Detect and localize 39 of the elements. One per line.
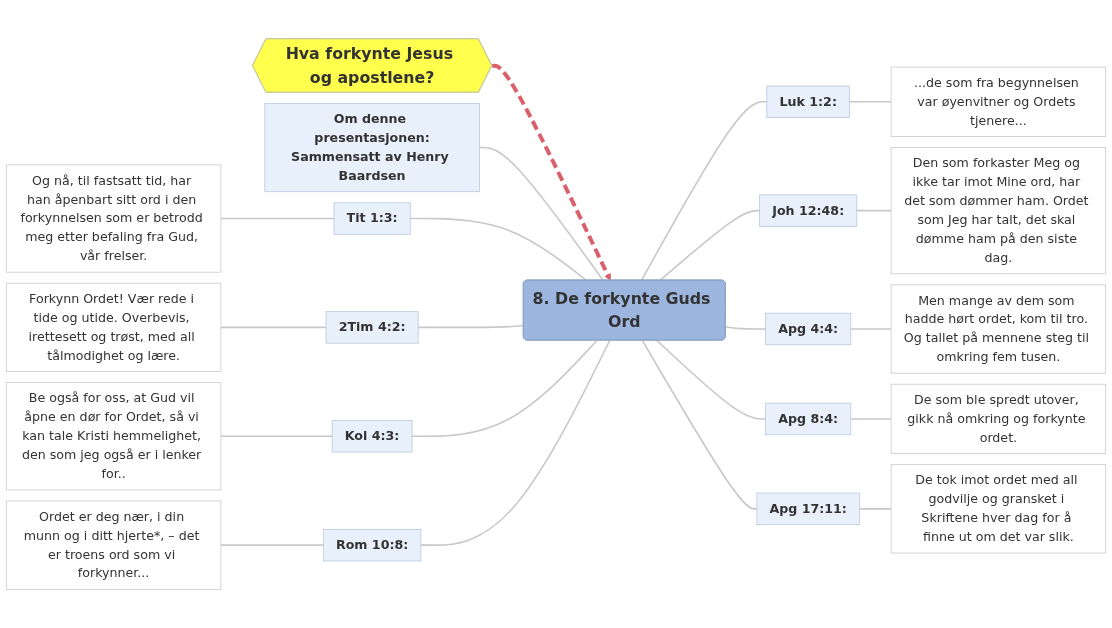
arrow — [492, 63, 611, 281]
node-box: Forkynn Ordet! Vær rede i tide og utide. Overbevis, irettesett og trøst, med all tålmodighet og lære. — [5, 282, 222, 372]
connector — [656, 339, 767, 420]
node-box: Om denne presentasjonen: Sammensatt av Henry Baardsen — [264, 102, 480, 193]
node-box: Den som forkaster Meg og ikke tar imot Mine ord, har det som dømmer ham. Ordet som Jeg har talt, det skal dømme ham på den siste dag. — [890, 147, 1107, 275]
node-box: De som ble spredt utover, gikk nå omkring og forkynte ordet. — [890, 383, 1107, 455]
node-box: Men mange av dem som hadde hørt ordet, kom til tro. Og tallet på mennene steg til omkring fem tusen. — [890, 284, 1107, 374]
connector — [849, 328, 892, 330]
connector — [411, 339, 598, 438]
connector — [856, 209, 892, 212]
connector — [417, 324, 525, 329]
connector — [220, 326, 327, 329]
connector — [849, 418, 892, 420]
node-box: Be også for oss, at Gud vil åpne en dør for Ordet, så vi kan tale Kristi hemmelighet, den som jeg også er i lenker for.. — [5, 382, 222, 491]
node-box: Og nå, til fastsatt tid, har han åpenbart sitt ord i den forkynnelsen som er betrodd meg etter befaling fra Gud, vår frelser. — [5, 164, 222, 273]
connector — [478, 146, 604, 282]
connector — [220, 544, 325, 546]
connector — [220, 435, 333, 438]
node-box: Ordet er deg nær, i din munn og i ditt hjerte*, – det er troens ord som vi forkynner... — [5, 500, 222, 590]
connector — [848, 101, 892, 103]
connector — [220, 217, 335, 220]
node-box: ...de som fra begynnelsen var øyenvitner og Ordets tjenere... — [890, 66, 1107, 137]
connector — [641, 339, 758, 510]
connector — [640, 101, 768, 282]
node-box: Apg 4:4: — [765, 312, 852, 346]
node-box: Kol 4:3: — [331, 420, 413, 453]
node-box: Tit 1:3: — [333, 202, 411, 235]
node-box: De tok imot ordet med all godvilje og gransket i Skriftene hver dag for å finne ut om det var slik. — [890, 464, 1107, 554]
node-box: Apg 17:11: — [756, 492, 860, 526]
connector — [724, 326, 767, 330]
node-box: Rom 10:8: — [322, 529, 422, 562]
node-box: Luk 1:2: — [766, 85, 850, 118]
node-box: Apg 8:4: — [765, 402, 852, 436]
node-box: Joh 12:48: — [759, 194, 858, 227]
connector — [858, 508, 892, 510]
connector — [420, 339, 611, 546]
connector — [659, 209, 761, 282]
node-box: 2Tim 4:2: — [325, 311, 419, 344]
connector — [409, 217, 588, 282]
